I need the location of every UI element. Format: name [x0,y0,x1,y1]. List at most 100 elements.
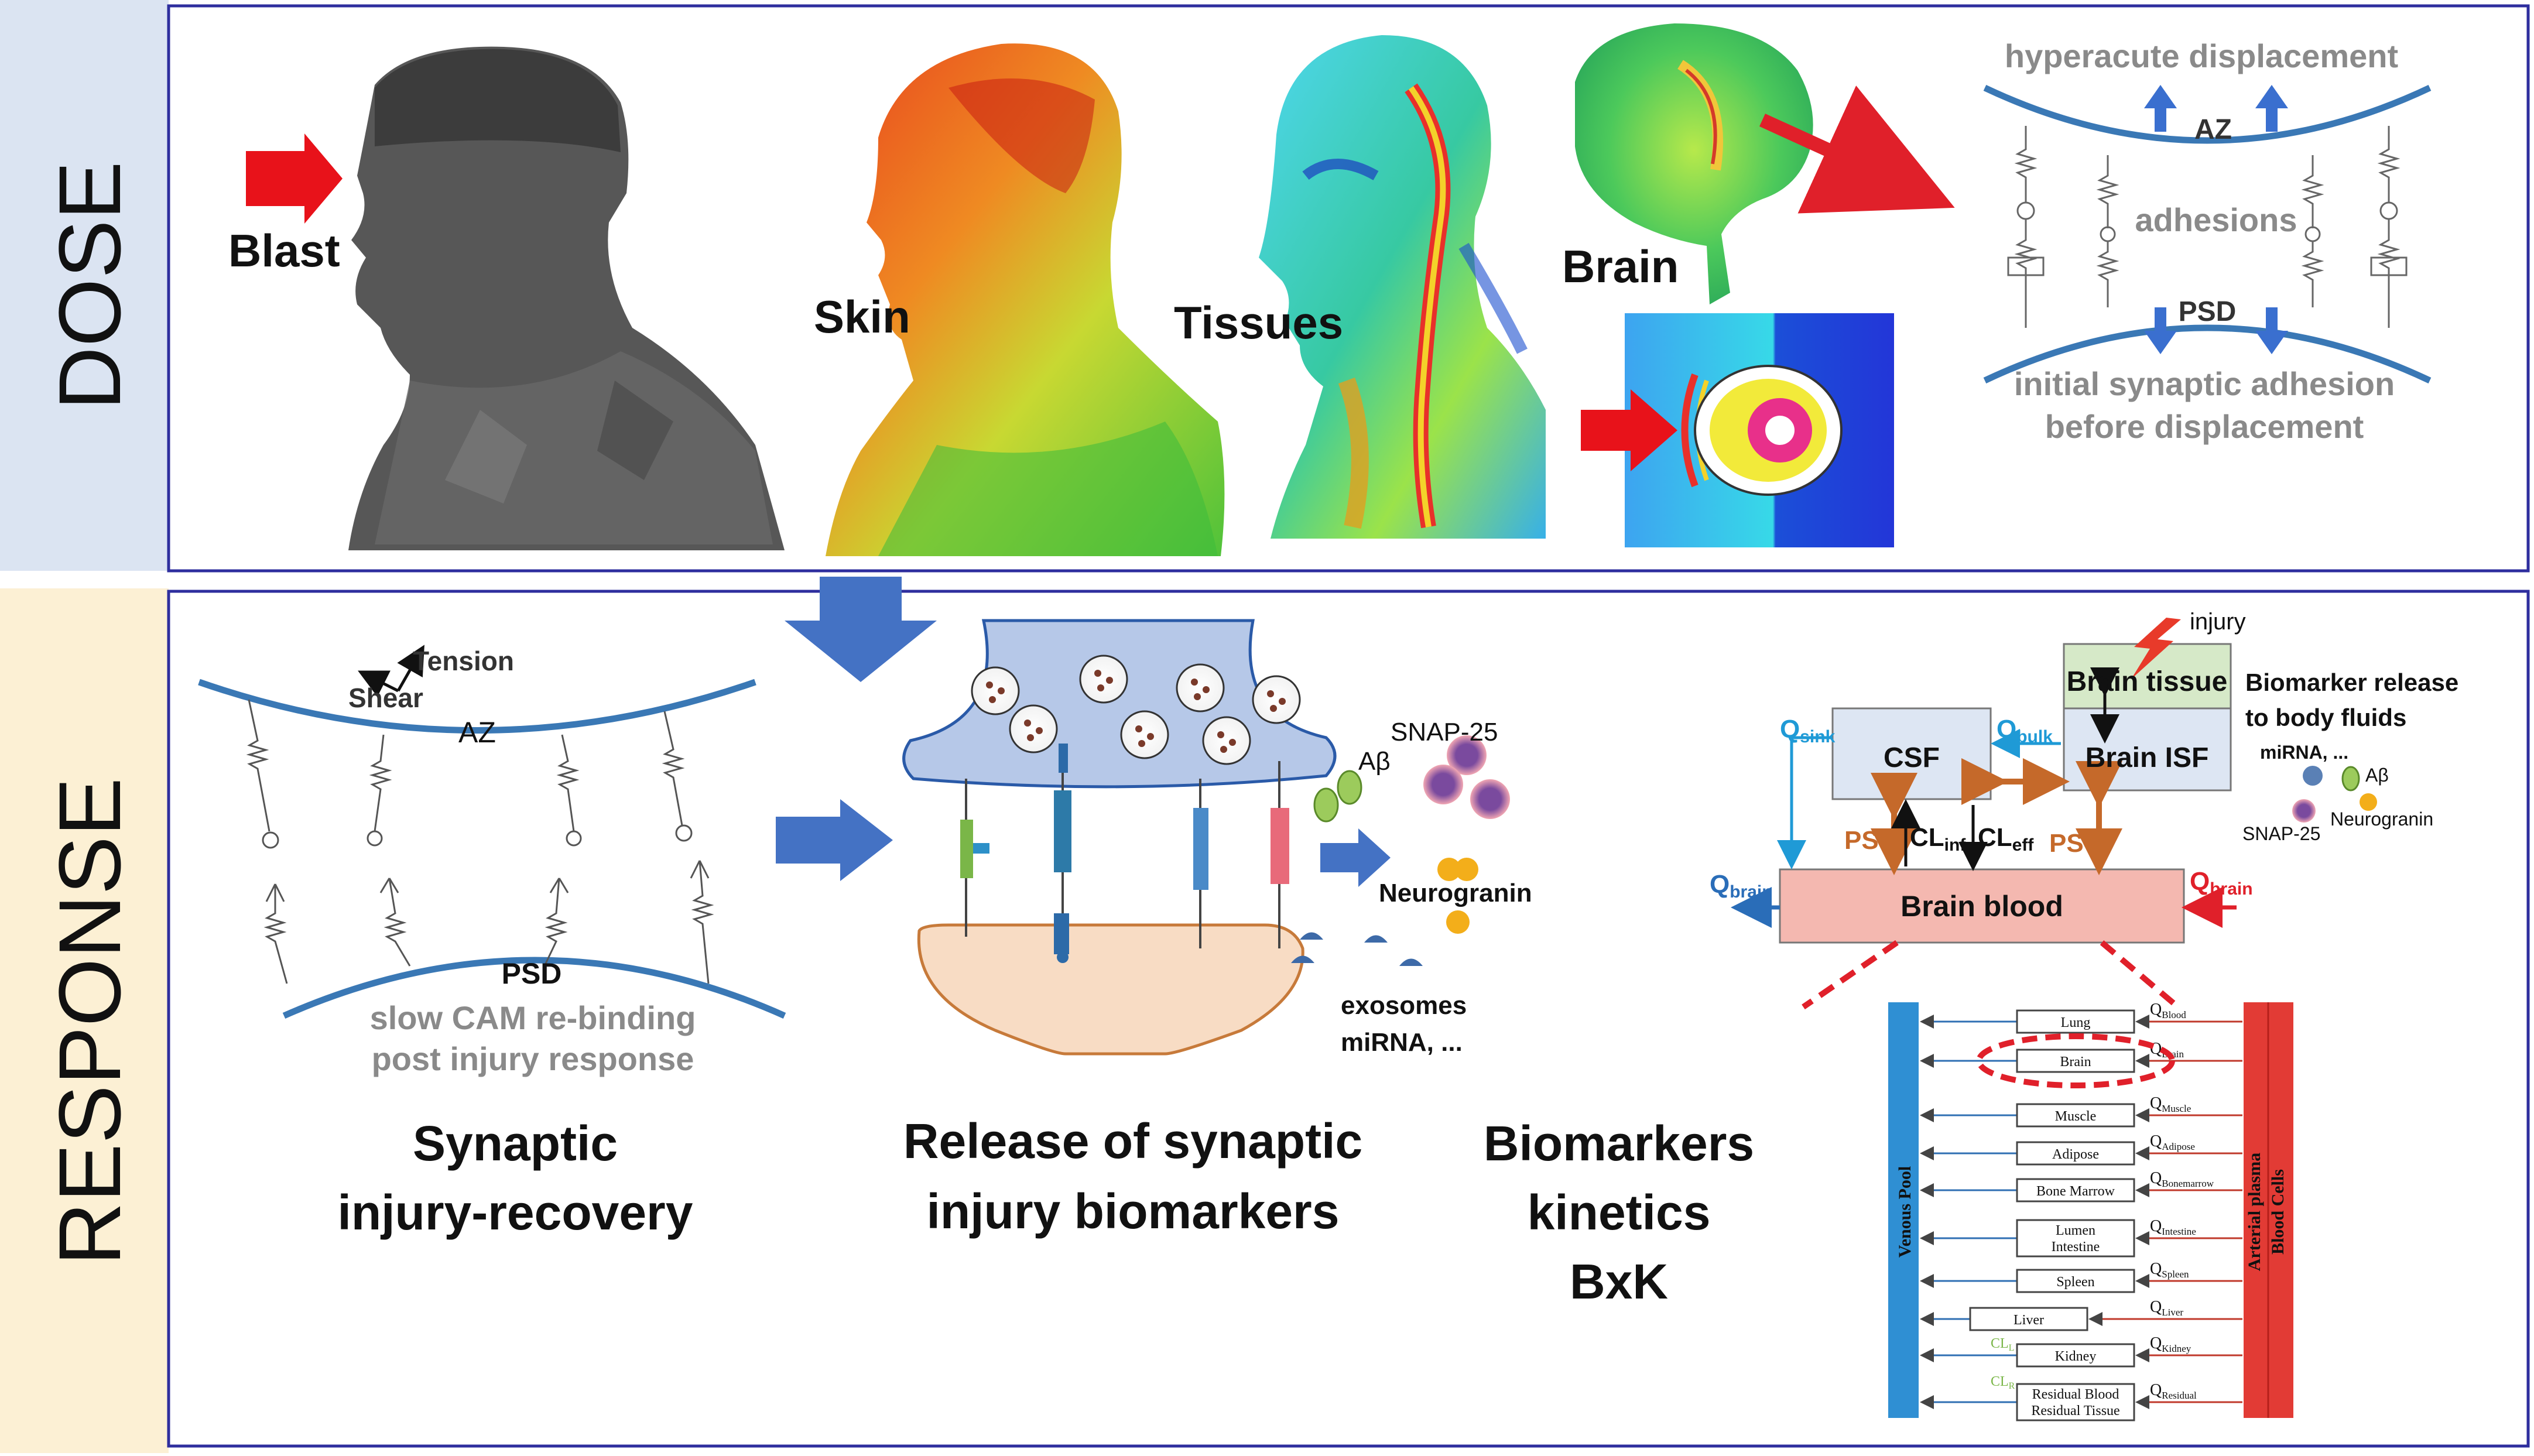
pbpk-organ-row: Lung QBlood [1920,1001,2242,1034]
zoom-line-right [2100,940,2180,1009]
q-sink-label: Qsink [1780,715,1836,746]
pbpk-organ-label: Spleen [2056,1275,2094,1290]
pbpk-organ-box [2016,1343,2135,1368]
pbpk-organ-label: Bone Marrow [2036,1184,2115,1199]
ps-left-label: PS [1844,826,1879,855]
cl-eff-label: CLeff [1978,823,2034,855]
simulation-blast-arrow [1581,389,1677,471]
synaptic-caption-line1: Synaptic [413,1116,618,1171]
kinetics-caption-line2: kinetics [1528,1185,1711,1240]
venous-pool-bar [1888,1002,1919,1418]
pbpk-organ-label: Lumen [2056,1223,2095,1238]
pbpk-flow-label: QKidney [2150,1334,2191,1354]
synaptic-injury-diagram [198,645,786,1019]
legend-abeta: Aβ [2365,765,2389,786]
dose-psd-label: PSD [2179,296,2237,327]
release-caption-line1: Release of synaptic [903,1114,1362,1169]
pbpk-flow-label: QBlood [2150,1001,2186,1020]
brain-isf-label: Brain ISF [2086,742,2209,773]
tension-label: Tension [413,646,514,676]
kinetics-caption-line3: BxK [1570,1254,1668,1309]
brain-compartment-model [1731,618,2377,944]
pbpk-organ-box [2016,1269,2135,1293]
slow-rebinding-line2: post injury response [372,1040,694,1077]
pbpk-flow-label: QLiver [2150,1298,2183,1318]
synaptic-to-release-arrow [776,799,893,881]
pbpk-flow-label: QAdipose [2150,1132,2195,1152]
cl-inf-label: CLinf [1910,823,1966,855]
synapse-release-diagram [902,619,1510,1056]
dose-band [0,0,169,571]
abeta-label: Aβ [1358,747,1391,776]
pbpk-organ-label: Muscle [2055,1109,2097,1124]
q-bulk-label: Qbulk [1997,715,2053,746]
mirna-label: miRNA, ... [1341,1028,1463,1057]
pbpk-flow-label: QResidual [2150,1381,2197,1401]
hyperacute-label: hyperacute displacement [2005,37,2398,74]
pbpk-organ-label: Residual Blood [2032,1387,2119,1402]
pbpk-organ-box [2016,1009,2135,1034]
brain-model [1575,23,1813,304]
response-band [0,588,169,1453]
response-label: RESPONSE [40,777,139,1266]
csf-label: CSF [1884,742,1940,773]
legend-snap25: SNAP-25 [2242,823,2320,844]
dose-label: DOSE [40,161,139,410]
pbpk-flow-label: QIntestine [2150,1217,2196,1237]
legend-neurogranin: Neurogranin [2330,808,2433,830]
pbpk-organ-box [2016,1141,2135,1166]
pbpk-organ-box [2016,1383,2135,1421]
tissues-model [1259,35,1546,539]
soldier-silhouette [348,46,785,550]
biomarker-release-line2: to body fluids [2245,704,2406,731]
skin-label: Skin [814,291,910,342]
brain-tissue-label: Brain tissue [2067,666,2228,697]
pbpk-organ-box [2016,1219,2135,1258]
biomarker-release-line1: Biomarker release [2245,669,2458,696]
pbpk-organ-label: Lung [2061,1015,2091,1030]
adhesions-label: adhesions [2135,201,2297,238]
pbpk-organ-box [2016,1049,2135,1073]
brain-highlight-ellipse [1976,1033,2175,1088]
pbpk-organ-box [2016,1178,2135,1203]
q-brain-out-label: Qbrain [1710,870,1773,902]
q-brain-in-label: Qbrain [2190,867,2253,899]
slow-rebinding-line1: slow CAM re-binding [370,999,696,1036]
pbpk-organ-row: Muscle QMuscle [1920,1094,2242,1128]
skin-model [826,43,1225,556]
pbpk-model: LungQBloodBrainQBrainMuscleQMuscleAdipos… [1888,1001,2293,1421]
blood-cells-label: Blood Cells [2268,1169,2288,1255]
cl-l-label: CLL [1991,1336,2014,1353]
venous-pool-label: Venous Pool [1895,1166,1915,1258]
release-caption-line2: injury biomarkers [927,1184,1340,1239]
legend-mirna: miRNA, ... [2260,742,2348,763]
dose-az-label: AZ [2194,114,2232,145]
zoom-line-left [1802,940,1899,1010]
pbpk-flow-label: QMuscle [2150,1094,2191,1114]
brain-blood-label: Brain blood [1900,890,2063,923]
blast-label: Blast [228,225,340,276]
snap25-label: SNAP-25 [1391,718,1498,746]
ps-right-label: PS [2049,829,2084,858]
pbpk-organ-label: Kidney [2055,1349,2097,1364]
dose-synapse-diagram [1983,85,2432,383]
neurogranin-label: Neurogranin [1379,879,1532,907]
tissues-label: Tissues [1174,297,1343,348]
exosomes-label: exosomes [1341,991,1467,1020]
zoom-pointer-arrow [1759,85,1955,214]
pbpk-organ-label: Brain [2060,1054,2091,1070]
synaptic-caption-line2: injury-recovery [338,1185,693,1240]
pbpk-organ-label-2: Residual Tissue [2031,1403,2119,1419]
initial-adhesion-line2: before displacement [2045,408,2364,445]
cl-r-label: CLR [1991,1374,2015,1391]
injury-icon [2131,618,2181,679]
response-psd-label: PSD [502,957,562,990]
injury-label: injury [2190,609,2246,635]
